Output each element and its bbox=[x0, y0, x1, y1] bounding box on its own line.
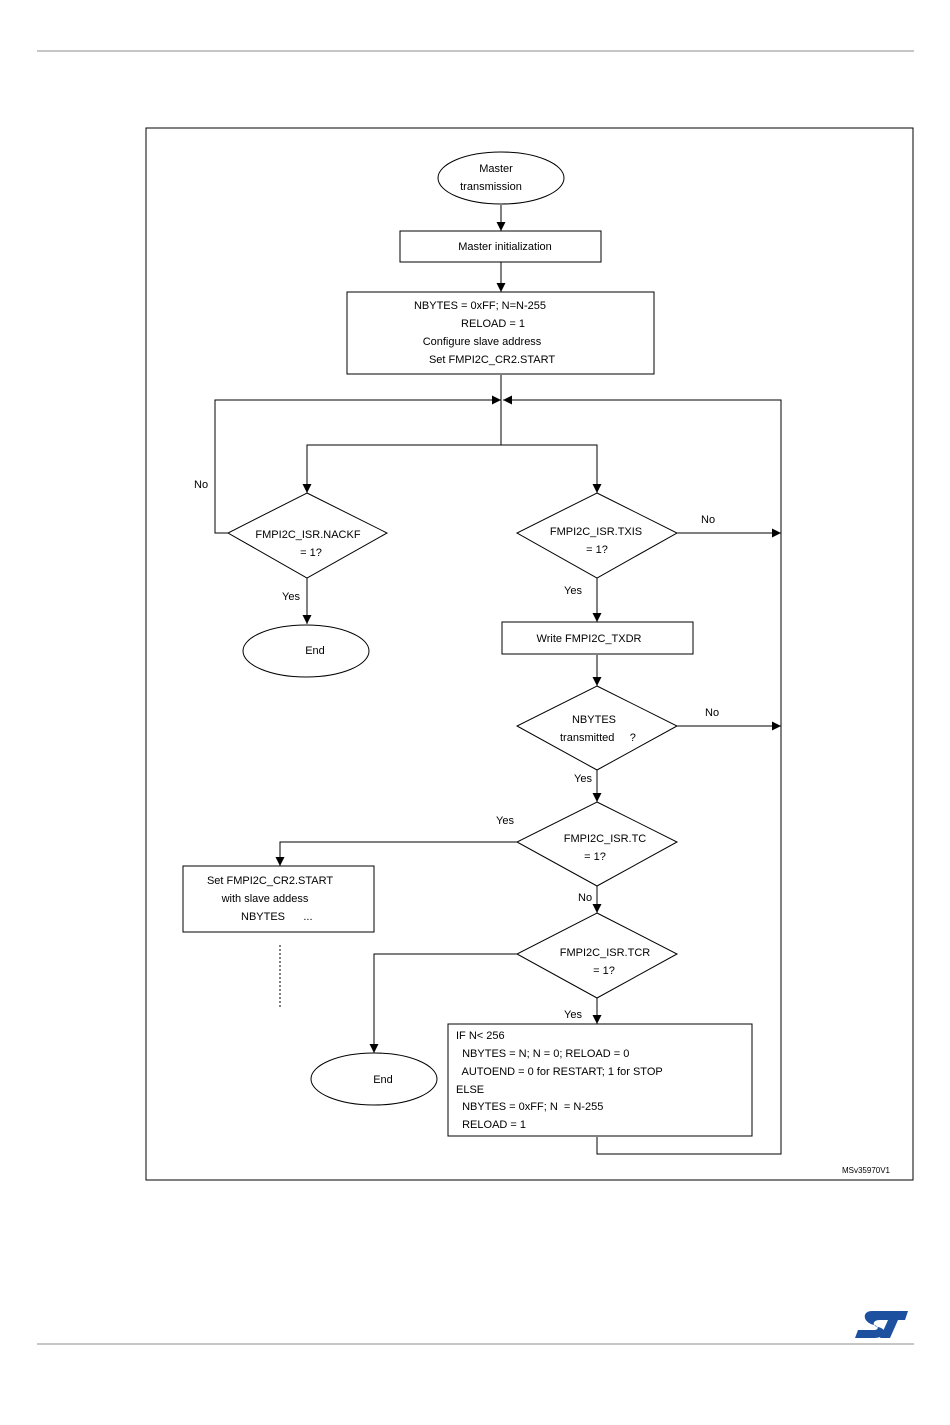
figure-id-label: MSv35970V1 bbox=[842, 1166, 891, 1175]
nackf-decision: FMPI2C_ISR.NACKF = 1? bbox=[226, 492, 389, 579]
end-bottom-label: End bbox=[373, 1074, 393, 1086]
connectors bbox=[214, 205, 782, 1155]
nackf-line-1: FMPI2C_ISR.NACKF bbox=[255, 529, 360, 541]
edge-tc-yes bbox=[275, 841, 517, 866]
start-node-line-1: Master bbox=[479, 163, 513, 175]
restart-line-1: Set FMPI2C_CR2.START bbox=[207, 875, 333, 887]
edge-split bbox=[306, 444, 598, 493]
nackf-line-2: = 1? bbox=[300, 547, 322, 559]
label-nackf-no: No bbox=[194, 479, 208, 491]
label-nbytes-no: No bbox=[705, 707, 719, 719]
restart-line-2: with slave addess bbox=[221, 893, 309, 905]
st-logo bbox=[855, 1311, 908, 1338]
config-line-2: RELOAD = 1 bbox=[461, 318, 525, 330]
tcr-decision: FMPI2C_ISR.TCR = 1? bbox=[515, 912, 679, 999]
figure-frame bbox=[145, 127, 914, 1181]
reload-line-6: RELOAD = 1 bbox=[456, 1119, 526, 1131]
label-tc-yes: Yes bbox=[496, 815, 514, 827]
master-init-box: Master initialization bbox=[399, 230, 602, 263]
edge-labels: No Yes No Yes No Yes Yes No Yes bbox=[194, 479, 719, 1021]
reload-line-4: ELSE bbox=[456, 1084, 484, 1096]
tc-line-2: = 1? bbox=[584, 851, 606, 863]
txis-decision: FMPI2C_ISR.TXIS = 1? bbox=[515, 492, 679, 579]
tc-decision: FMPI2C_ISR.TC = 1? bbox=[515, 801, 679, 887]
tcr-line-2: = 1? bbox=[593, 965, 615, 977]
config-box: NBYTES = 0xFF; N=N-255 RELOAD = 1 Config… bbox=[346, 291, 655, 375]
nbytes-decision: NBYTES transmitted ? bbox=[515, 685, 679, 771]
label-tc-no: No bbox=[578, 892, 592, 904]
write-txdr-box: Write FMPI2C_TXDR bbox=[501, 621, 694, 655]
reload-line-1: IF N< 256 bbox=[456, 1030, 505, 1042]
write-txdr-label: Write FMPI2C_TXDR bbox=[537, 633, 642, 645]
restart-box: Set FMPI2C_CR2.START with slave addess N… bbox=[182, 865, 375, 933]
label-txis-yes: Yes bbox=[564, 585, 582, 597]
label-txis-no: No bbox=[701, 514, 715, 526]
nbytes-line-1: NBYTES bbox=[572, 714, 616, 726]
reload-box: IF N< 256 NBYTES = N; N = 0; RELOAD = 0 … bbox=[447, 1023, 753, 1137]
start-node: Master transmission bbox=[437, 151, 565, 205]
tc-line-1: FMPI2C_ISR.TC bbox=[564, 833, 647, 845]
reload-line-3: AUTOEND = 0 for RESTART; 1 for STOP bbox=[456, 1066, 663, 1078]
config-line-1: NBYTES = 0xFF; N=N-255 bbox=[414, 300, 546, 312]
reload-line-5: NBYTES = 0xFF; N = N-255 bbox=[456, 1101, 603, 1113]
txis-line-1: FMPI2C_ISR.TXIS bbox=[550, 526, 642, 538]
edge-reload-return bbox=[503, 395, 782, 1155]
label-tcr-yes: Yes bbox=[564, 1009, 582, 1021]
restart-line-3: NBYTES ... bbox=[241, 911, 313, 923]
start-node-line-2: transmission bbox=[460, 181, 522, 193]
label-nackf-yes: Yes bbox=[282, 591, 300, 603]
reload-line-2: NBYTES = N; N = 0; RELOAD = 0 bbox=[456, 1048, 629, 1060]
end-left-node: End bbox=[242, 624, 370, 678]
master-init-label: Master initialization bbox=[458, 241, 552, 253]
edge-tcr-no bbox=[369, 953, 517, 1053]
config-line-3: Configure slave address bbox=[423, 336, 542, 348]
nbytes-line-2: transmitted ? bbox=[560, 732, 636, 744]
edge-nackf-no bbox=[214, 395, 501, 534]
txis-line-2: = 1? bbox=[586, 544, 608, 556]
end-left-label: End bbox=[305, 645, 325, 657]
label-nbytes-yes: Yes bbox=[574, 773, 592, 785]
tcr-line-1: FMPI2C_ISR.TCR bbox=[560, 947, 651, 959]
config-line-4: Set FMPI2C_CR2.START bbox=[429, 354, 555, 366]
end-bottom-node: End bbox=[310, 1052, 438, 1106]
